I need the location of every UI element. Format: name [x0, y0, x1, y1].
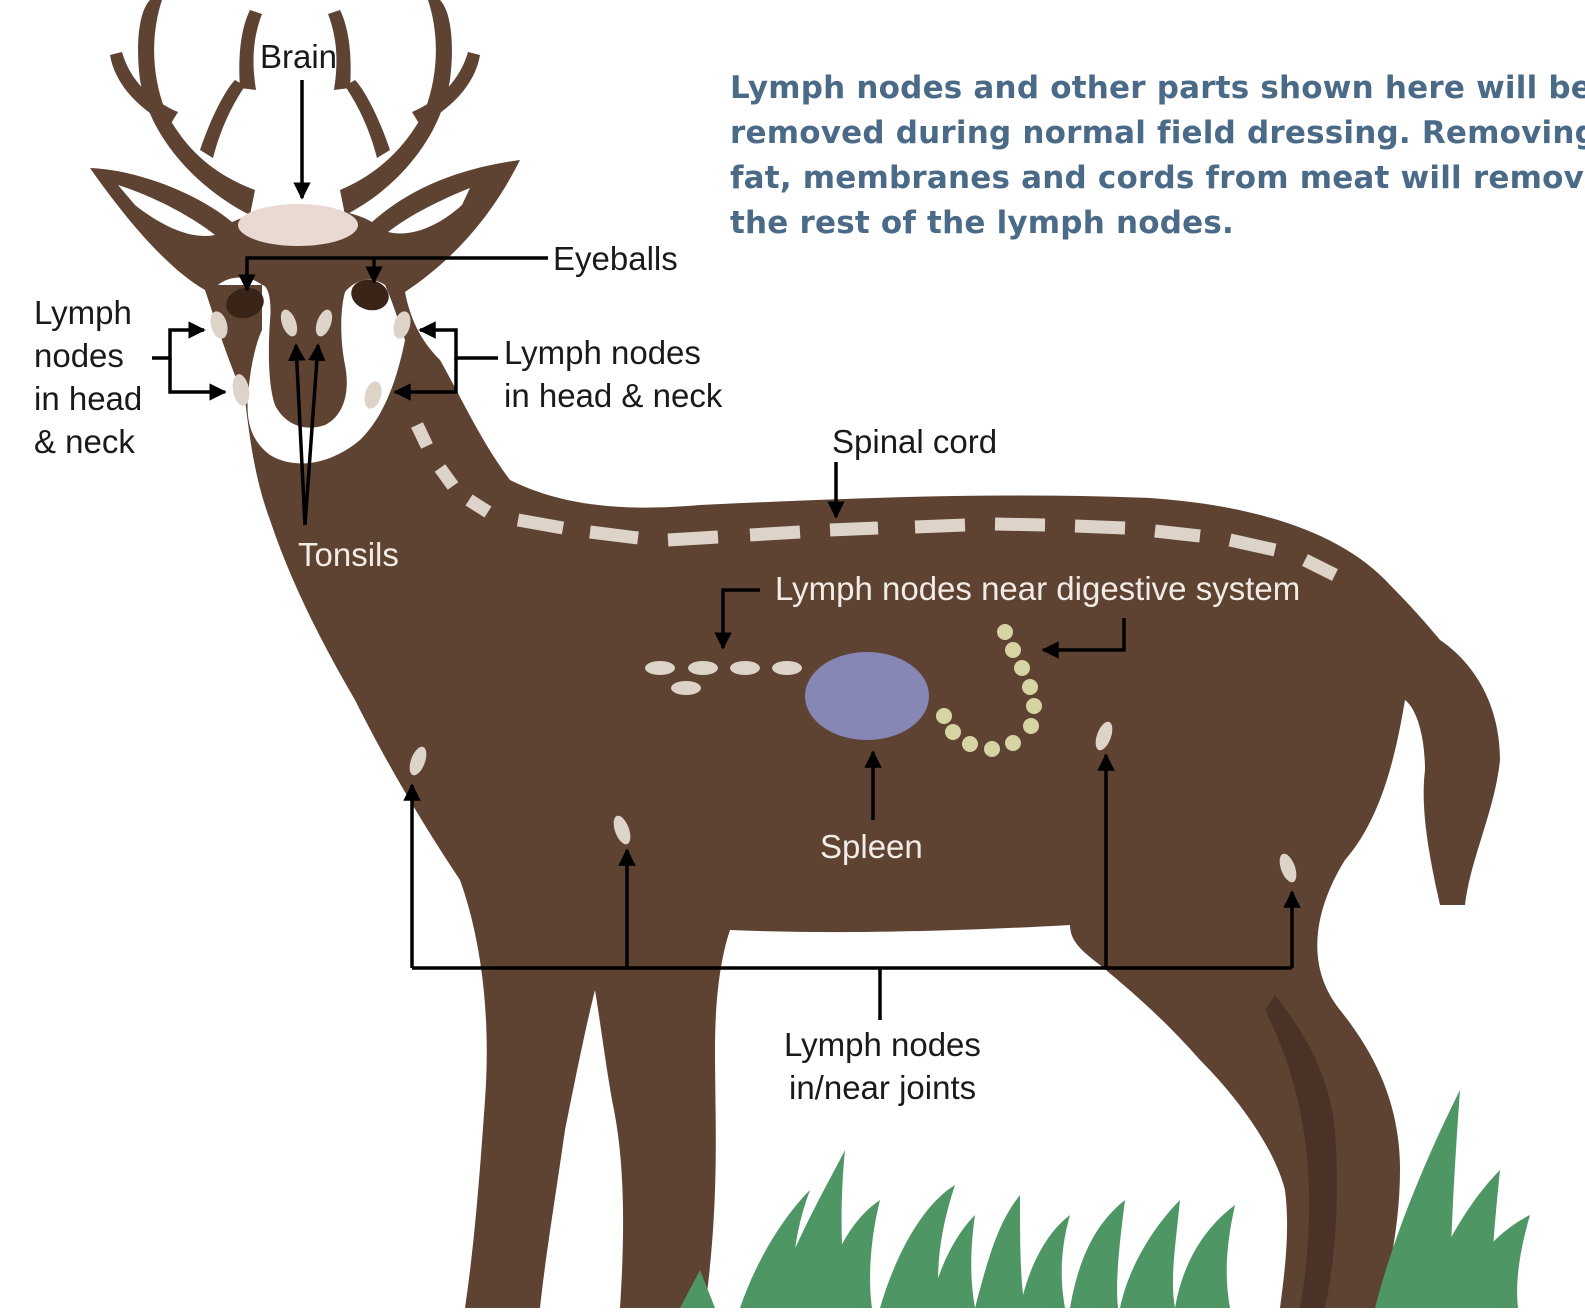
joint-lymph-nodes	[409, 721, 1297, 883]
far-hind-leg	[1265, 995, 1337, 1308]
digestive-lymph-chain	[936, 624, 1042, 757]
tonsil-leaders	[288, 343, 326, 526]
deer-body	[90, 160, 1500, 1308]
lymph-head-left-label: Lymph nodes in head & neck	[34, 294, 151, 460]
head-lymph-nodes	[210, 311, 411, 409]
digestive-lymph-cluster	[645, 661, 802, 695]
note-line: the rest of the lymph nodes.	[730, 205, 1234, 241]
right-ear-inner	[388, 188, 470, 234]
note-line: fat, membranes and cords from meat will …	[730, 160, 1585, 196]
field-dressing-note: Lymph nodes and other parts shown here w…	[730, 66, 1585, 246]
spleen	[805, 652, 929, 740]
brain	[238, 204, 358, 246]
tonsils	[280, 309, 333, 337]
spinal-cord	[411, 422, 1338, 581]
note-line: removed during normal field dressing. Re…	[730, 115, 1585, 151]
antlers	[110, 0, 480, 215]
grass	[680, 1090, 1530, 1308]
eyeballs-label: Eyeballs	[553, 240, 678, 277]
tonsils-label: Tonsils	[298, 536, 399, 573]
leader-lines	[152, 80, 1301, 1020]
lymph-digestive-label: Lymph nodes near digestive system	[775, 570, 1300, 607]
lymph-head-right-label: Lymph nodes in head & neck	[504, 334, 723, 414]
face-white	[218, 277, 405, 464]
brain-label: Brain	[260, 38, 337, 75]
spinal-cord-label: Spinal cord	[832, 423, 997, 460]
lymph-joints-label: Lymph nodes in/near joints	[784, 1026, 990, 1106]
left-eyeball	[226, 287, 264, 319]
note-line: Lymph nodes and other parts shown here w…	[730, 70, 1585, 106]
spleen-label: Spleen	[820, 828, 923, 865]
right-eyeball	[351, 279, 389, 311]
left-ear-inner	[118, 185, 215, 236]
